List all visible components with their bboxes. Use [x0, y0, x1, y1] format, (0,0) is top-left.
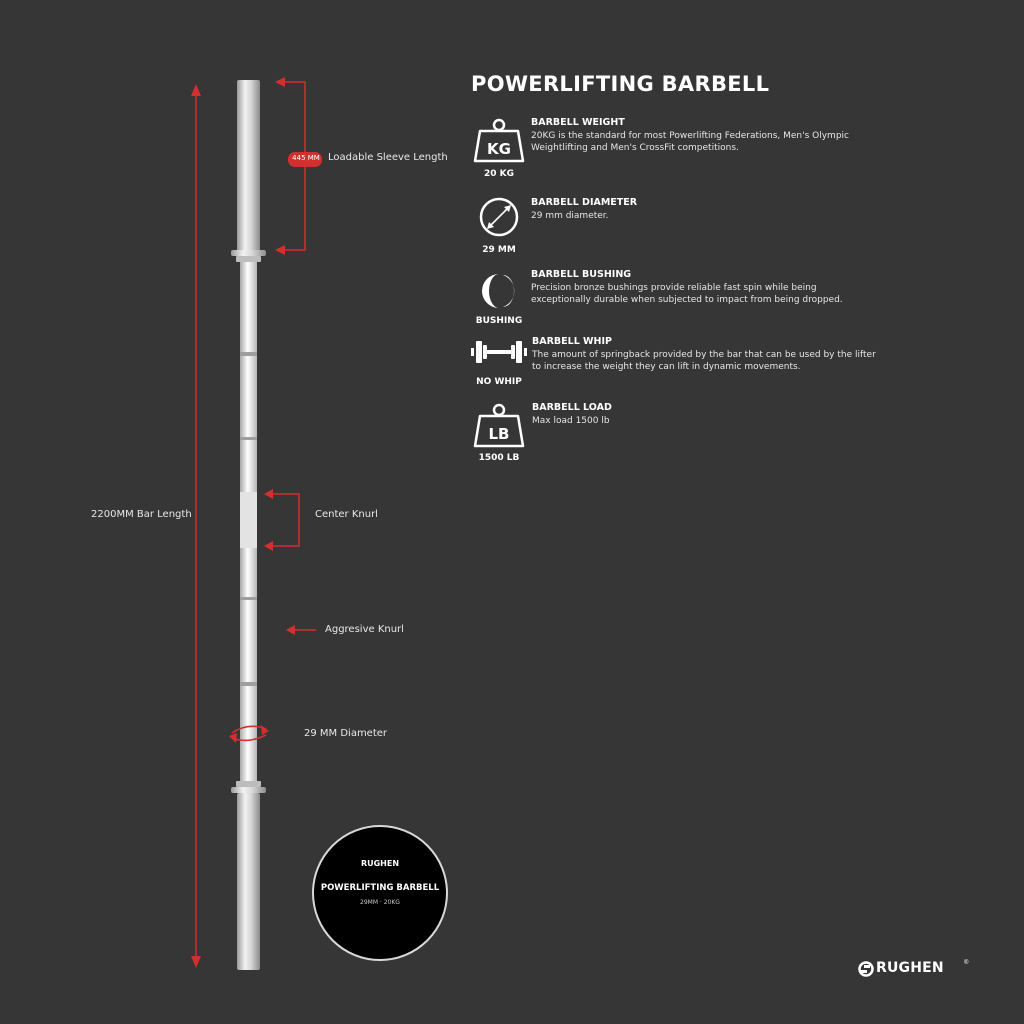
feature-description: 29 mm diameter.	[531, 211, 609, 221]
feature-description: 20KG is the standard for most Powerlifti…	[531, 131, 849, 153]
diameter-icon	[479, 197, 519, 237]
brand-registered-mark: ®	[964, 960, 969, 966]
badge-brand: RUGHEN	[360, 859, 400, 868]
center-knurl-label: Center Knurl	[315, 509, 378, 520]
barbell	[231, 80, 266, 970]
feature-barbell-load: LB 1500 LB BARBELL LOAD Max load 1500 lb	[470, 402, 890, 472]
badge-title: POWERLIFTING BARBELL	[320, 883, 440, 893]
page-title: POWERLIFTING BARBELL	[471, 72, 770, 96]
aggressive-knurl-arrow	[286, 625, 316, 635]
feature-description: Precision bronze bushings provide reliab…	[531, 283, 843, 305]
knurl-segment	[240, 437, 257, 440]
feature-caption: 20 KG	[483, 169, 515, 179]
feature-caption: NO WHIP	[476, 377, 522, 387]
feature-title: BARBELL LOAD	[532, 402, 612, 413]
knurl-segment	[240, 682, 257, 686]
feature-barbell-whip: NO WHIP BARBELL WHIP The amount of sprin…	[470, 336, 890, 406]
lb-icon-text: LB	[489, 425, 510, 443]
feature-title: BARBELL DIAMETER	[531, 197, 638, 208]
bottom-sleeve	[237, 793, 260, 970]
feature-caption: BUSHING	[475, 316, 523, 326]
lb-weight-icon: LB	[473, 403, 525, 448]
sleeve-length-label: Loadable Sleeve Length	[328, 152, 448, 163]
feature-title: BARBELL WEIGHT	[531, 117, 625, 128]
bushing-icon	[482, 274, 515, 308]
feature-description: Max load 1500 lb	[532, 416, 610, 426]
kg-weight-icon: KG	[473, 118, 525, 163]
feature-caption: 29 MM	[482, 245, 516, 255]
diameter-label: 29 MM Diameter	[304, 728, 388, 739]
brand-name: RUGHEN	[876, 960, 944, 976]
aggressive-knurl-label: Aggresive Knurl	[325, 624, 404, 635]
kg-icon-text: KG	[487, 140, 511, 158]
sleeve-length-badge	[288, 152, 322, 167]
feature-title: BARBELL BUSHING	[531, 269, 632, 280]
diameter-rotation-arrow	[229, 725, 269, 743]
badge-spec: 29MM · 20KG	[360, 899, 400, 906]
barbell-endcap-badge: RUGHEN POWERLIFTING BARBELL 29MM · 20KG	[312, 825, 448, 961]
bottom-collar	[231, 787, 266, 793]
feature-title: BARBELL WHIP	[532, 336, 612, 347]
knurl-segment	[240, 597, 257, 600]
feature-caption: 1500 LB	[478, 453, 520, 463]
center-knurl-bracket	[264, 489, 300, 551]
feature-barbell-diameter: 29 MM BARBELL DIAMETER 29 mm diameter.	[470, 197, 890, 267]
bottom-collar-ring	[236, 781, 261, 787]
top-collar	[231, 250, 266, 256]
knurl-segment	[240, 352, 257, 356]
top-collar-ring	[236, 256, 261, 262]
feature-barbell-bushing: BUSHING BARBELL BUSHING Precision bronze…	[470, 269, 890, 339]
bar-length-arrow	[191, 84, 201, 968]
feature-barbell-weight: KG 20 KG BARBELL WEIGHT 20KG is the stan…	[470, 117, 890, 187]
dumbbell-icon	[471, 341, 527, 363]
sleeve-length-value: 445 MM	[292, 154, 320, 162]
top-sleeve	[237, 80, 260, 252]
bar-length-label: 2200MM Bar Length	[91, 509, 192, 520]
feature-description: The amount of springback provided by the…	[532, 350, 876, 372]
brand-mark-icon	[858, 961, 874, 977]
center-knurl	[240, 492, 257, 548]
